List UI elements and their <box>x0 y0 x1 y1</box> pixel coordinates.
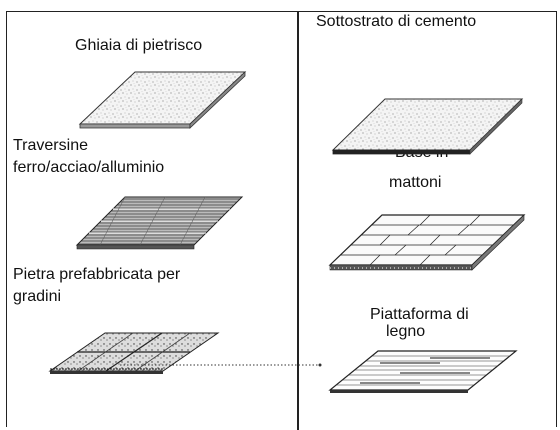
column-divider <box>297 11 299 430</box>
stone-tile <box>48 332 220 374</box>
label-brick-line2: mattoni <box>389 174 442 191</box>
sleepers-tile <box>75 196 244 250</box>
brick-tile <box>328 214 526 271</box>
gravel-tile <box>78 71 247 129</box>
diagram-frame <box>6 11 557 427</box>
label-sleepers-line1: Traversine <box>13 137 88 154</box>
label-wood-line2: legno <box>386 323 426 340</box>
label-stone-line2: gradini <box>13 288 62 305</box>
connector-end-dot <box>318 363 322 367</box>
wood-tile <box>328 350 518 393</box>
label-wood-line1: Piattaforma di <box>370 306 469 323</box>
label-stone-line1: Pietra prefabbricata per <box>13 266 181 283</box>
cement-tile <box>331 98 524 155</box>
label-sleepers-line2: ferro/acciao/alluminio <box>13 159 165 176</box>
label-gravel: Ghiaia di pietrisco <box>75 37 203 54</box>
label-cement: Sottostrato di cemento <box>316 13 477 30</box>
